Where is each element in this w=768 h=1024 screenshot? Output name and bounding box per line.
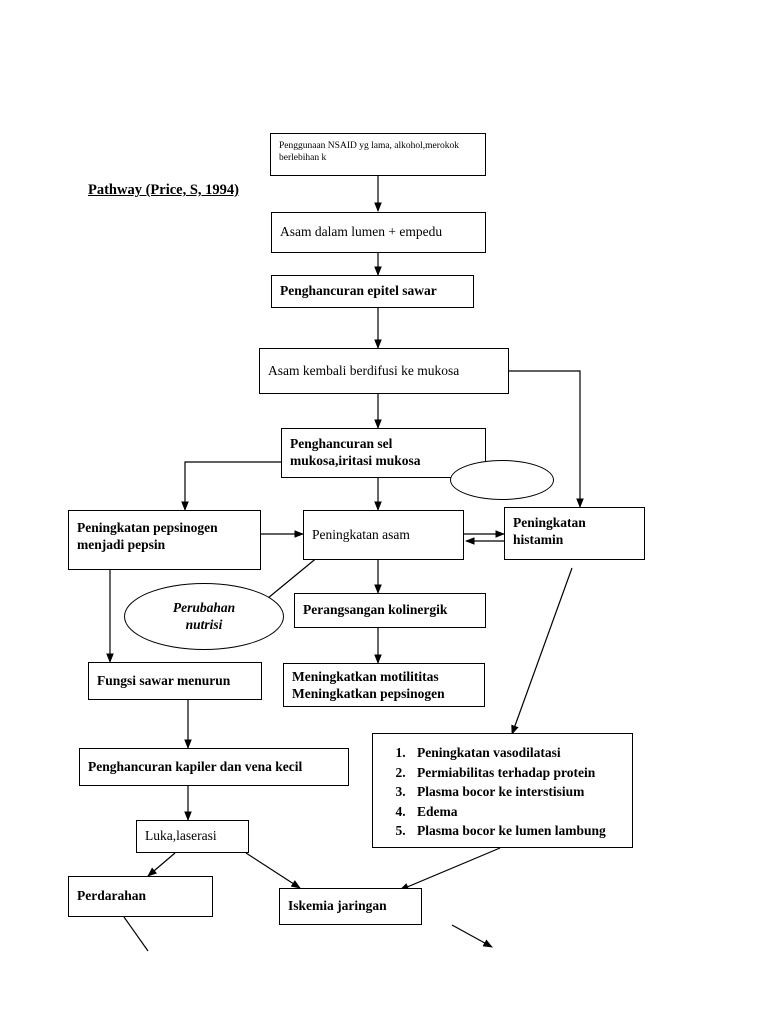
page-title: Pathway (Price, S, 1994): [88, 182, 240, 198]
edge-n5-n7: [181, 461, 281, 511]
node-peningkatan-histamin-line1: Peningkatan: [513, 515, 586, 530]
list-item: Peningkatan vasodilatasi: [409, 744, 622, 762]
edge-n17-out: [451, 924, 493, 948]
node-iskemia-jaringan: Iskemia jaringan: [279, 888, 422, 925]
effects-list: Peningkatan vasodilatasi Permiabilitas t…: [387, 744, 622, 840]
node-peningkatan-pepsinogen-line1: Peningkatan pepsinogen: [77, 520, 218, 535]
node-numbered-effects-list: Peningkatan vasodilatasi Permiabilitas t…: [372, 733, 633, 848]
list-item: Edema: [409, 803, 622, 821]
list-item: Permiabilitas terhadap protein: [409, 764, 622, 782]
node-perubahan-nutrisi-line1: Perubahan: [172, 599, 236, 615]
node-penghancuran-epitel-sawar: Penghancuran epitel sawar: [271, 275, 474, 308]
edge-n4-n9: [509, 370, 584, 508]
node-perangsangan-kolinergik: Perangsangan kolinergik: [294, 593, 486, 628]
node-luka-laserasi: Luka,laserasi: [136, 820, 249, 853]
node-peningkatan-asam: Peningkatan asam: [303, 510, 464, 560]
edge-n9-list: [511, 567, 573, 735]
list-item: Plasma bocor ke lumen lambung: [409, 822, 622, 840]
node-meningkatkan-motilitas: Meningkatkan motilititas Meningkatkan pe…: [283, 663, 485, 707]
node-penghancuran-sel-mukosa-line2: mukosa,iritasi mukosa: [290, 452, 421, 468]
list-item: Plasma bocor ke interstisium: [409, 783, 622, 801]
node-penghancuran-sel-mukosa-line1: Penghancuran sel: [290, 436, 393, 451]
edge-n15-n17: [245, 852, 301, 889]
node-asam-berdifusi: Asam kembali berdifusi ke mukosa: [259, 348, 509, 394]
node-penghancuran-sel-mukosa: Penghancuran sel mukosa,iritasi mukosa: [281, 428, 486, 478]
node-peningkatan-pepsinogen: Peningkatan pepsinogen menjadi pepsin: [68, 510, 261, 570]
node-perdarahan: Perdarahan: [68, 876, 213, 917]
edge-n15-n16: [147, 852, 176, 877]
node-blank-ellipse: [450, 460, 554, 500]
node-fungsi-sawar-menurun: Fungsi sawar menurun: [88, 662, 262, 700]
edge-n16-out: [123, 916, 149, 952]
node-peningkatan-histamin-line2: histamin: [513, 531, 564, 547]
node-asam-dalam-lumen: Asam dalam lumen + empedu: [271, 212, 486, 253]
edge-list-n17: [399, 847, 501, 891]
node-meningkatkan-motilitas-line1: Meningkatkan motilititas: [292, 669, 439, 684]
node-perubahan-nutrisi-line2: nutrisi: [185, 616, 223, 632]
node-penggunaan-nsaid: Penggunaan NSAID yg lama, alkohol,meroko…: [270, 133, 486, 176]
node-perubahan-nutrisi: Perubahan nutrisi: [124, 583, 284, 650]
node-penghancuran-kapiler: Penghancuran kapiler dan vena kecil: [79, 748, 349, 786]
node-peningkatan-pepsinogen-line2: menjadi pepsin: [77, 536, 166, 552]
node-peningkatan-histamin: Peningkatan histamin: [504, 507, 645, 560]
node-meningkatkan-motilitas-line2: Meningkatkan pepsinogen: [292, 685, 445, 701]
